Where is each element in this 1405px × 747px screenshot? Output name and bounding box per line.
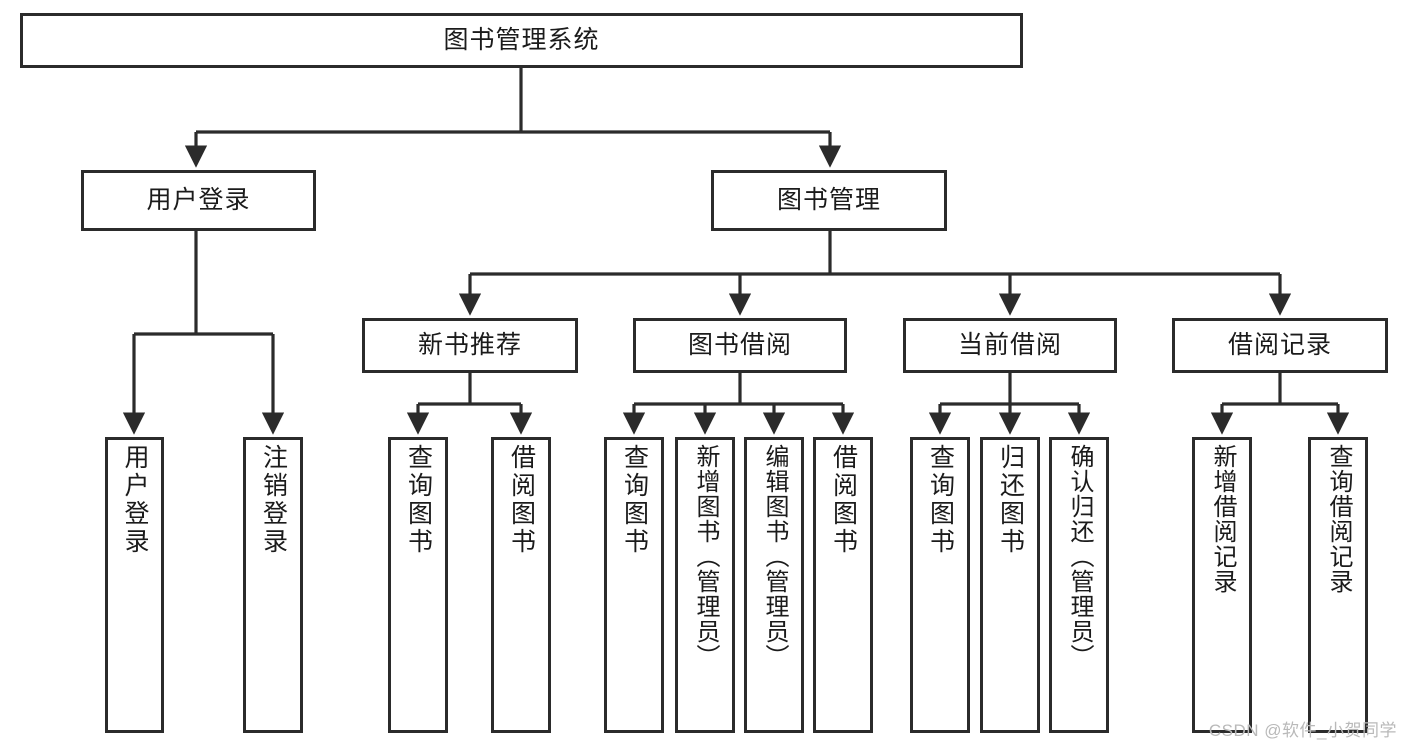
leaf-borrow-book-new-label: 借阅图书	[507, 444, 536, 556]
leaf-query-borrow-record-label: 查询借阅记录	[1325, 444, 1352, 594]
leaf-borrow-book[interactable]: 借阅图书	[813, 437, 873, 733]
leaf-add-book-admin-label: 新增图书（管理员）	[692, 444, 719, 669]
leaf-confirm-return-admin-label: 确认归还（管理员）	[1066, 444, 1093, 669]
leaf-edit-book-admin[interactable]: 编辑图书（管理员）	[744, 437, 804, 733]
node-root[interactable]: 图书管理系统	[20, 13, 1023, 68]
node-borrow-record[interactable]: 借阅记录	[1172, 318, 1388, 373]
leaf-add-borrow-record[interactable]: 新增借阅记录	[1192, 437, 1252, 733]
leaf-query-book-borrow-label: 查询图书	[620, 444, 649, 556]
leaf-query-borrow-record[interactable]: 查询借阅记录	[1308, 437, 1368, 733]
node-book-management-label: 图书管理	[776, 185, 881, 214]
leaf-query-book-new-label: 查询图书	[404, 444, 433, 556]
leaf-return-book-label: 归还图书	[996, 444, 1025, 556]
node-book-borrow[interactable]: 图书借阅	[633, 318, 847, 373]
leaf-return-book[interactable]: 归还图书	[980, 437, 1040, 733]
node-user-login[interactable]: 用户登录	[81, 170, 316, 231]
leaf-add-book-admin[interactable]: 新增图书（管理员）	[675, 437, 735, 733]
node-borrow-record-label: 借阅记录	[1227, 330, 1332, 359]
node-book-borrow-label: 图书借阅	[687, 330, 792, 359]
leaf-logout[interactable]: 注销登录	[243, 437, 303, 733]
leaf-add-borrow-record-label: 新增借阅记录	[1209, 444, 1236, 594]
node-current-borrow[interactable]: 当前借阅	[903, 318, 1117, 373]
node-root-label: 图书管理系统	[443, 25, 600, 54]
leaf-query-book-borrow[interactable]: 查询图书	[604, 437, 664, 733]
leaf-logout-label: 注销登录	[259, 444, 288, 556]
leaf-user-login[interactable]: 用户登录	[105, 437, 164, 733]
node-user-login-label: 用户登录	[146, 185, 251, 214]
node-new-book-recommend[interactable]: 新书推荐	[362, 318, 578, 373]
node-book-management[interactable]: 图书管理	[711, 170, 947, 231]
leaf-query-book-current[interactable]: 查询图书	[910, 437, 970, 733]
leaf-query-book-current-label: 查询图书	[926, 444, 955, 556]
leaf-user-login-label: 用户登录	[121, 444, 149, 556]
leaf-confirm-return-admin[interactable]: 确认归还（管理员）	[1049, 437, 1109, 733]
leaf-borrow-book-label: 借阅图书	[829, 444, 858, 556]
leaf-edit-book-admin-label: 编辑图书（管理员）	[761, 444, 788, 669]
node-new-book-recommend-label: 新书推荐	[417, 330, 522, 359]
leaf-query-book-new[interactable]: 查询图书	[388, 437, 448, 733]
node-current-borrow-label: 当前借阅	[957, 330, 1062, 359]
watermark-text: CSDN @软件_小贺同学	[1208, 721, 1397, 740]
leaf-borrow-book-new[interactable]: 借阅图书	[491, 437, 551, 733]
